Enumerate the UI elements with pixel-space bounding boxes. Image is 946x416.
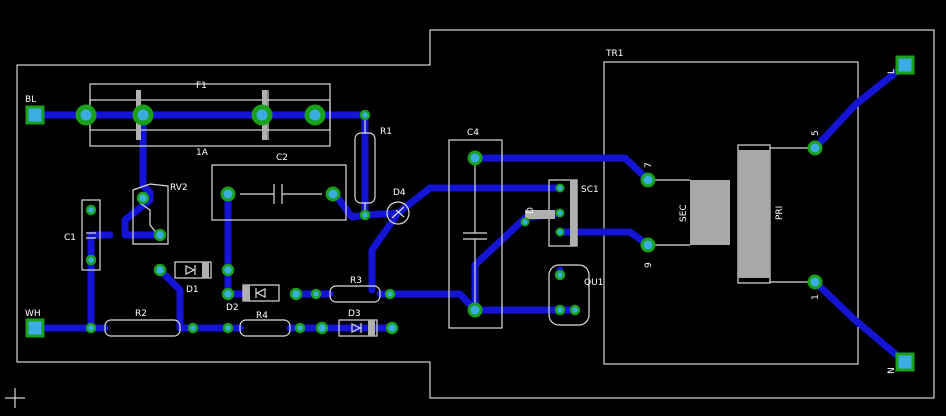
component-sc1 [525,179,578,247]
label-c4: C4 [467,128,479,138]
label-pin-n: N [887,367,897,374]
transformer-outline [603,61,859,365]
label-d1: D1 [186,285,199,295]
pad-r4-1 [222,322,234,334]
label-bl: BL [25,95,36,105]
pad-d1-1 [153,263,167,277]
capacitor-c1 [81,199,101,271]
label-pin-7: 7 [644,162,654,168]
label-pin-5: 5 [811,130,821,136]
label-c2: C2 [276,153,288,163]
label-sc1: SC1 [581,185,599,195]
label-sec: SEC [679,204,689,222]
pad-r2-1 [85,322,97,334]
component-qu1 [548,264,590,326]
pad-r2-2 [187,322,199,334]
pad-r4-2 [294,322,306,334]
label-sc-pin: D [526,207,536,214]
label-r4: R4 [256,311,268,321]
pad-f1-3 [251,104,273,126]
resistor-r4 [239,319,291,337]
pad-tr-5 [807,140,823,156]
pad-rv2-2 [153,228,167,242]
pad-qu1-3 [569,304,581,316]
label-wh: WH [25,309,41,319]
resistor-r2 [104,319,181,337]
pad-d2-2 [289,287,303,301]
pad-f1-1 [75,104,97,126]
pad-qu1-2 [554,304,566,316]
pads [25,55,915,372]
label-tr1: TR1 [605,49,623,59]
board-outline [16,29,935,399]
pad-c1-2 [85,254,97,266]
pad-sc1-2 [555,208,565,218]
pad-tr-9 [640,237,656,253]
pad-r1-2 [359,209,371,221]
label-pin-9: 9 [644,262,654,268]
pad-l [895,55,915,75]
pad-sc1-1 [555,183,565,193]
pad-sc1-side [520,217,530,227]
pad-f1-4 [304,104,326,126]
pad-c2-1 [220,186,236,202]
transformer-tr1 [648,144,815,284]
diode-d1 [174,261,212,279]
label-f1: F1 [196,81,207,91]
pad-c4-1 [467,150,483,166]
diode-d3 [338,319,378,337]
pad-d1-2 [221,263,235,277]
label-d3: D3 [348,309,361,319]
pad-f1-2 [132,104,154,126]
label-pin-1: 1 [811,294,821,300]
label-r2: R2 [135,309,147,319]
pad-tr-7 [640,172,656,188]
pad-n [895,352,915,372]
label-c1: C1 [64,233,76,243]
pad-sc1-3 [555,227,565,237]
pad-bl [25,105,45,125]
label-pri: PRI [775,206,785,220]
label-r1: R1 [380,127,392,137]
pad-c2-2 [325,186,341,202]
label-d2: D2 [226,303,239,313]
pad-r1-1 [359,109,371,121]
label-f1-value: 1A [196,148,209,158]
silkscreen-labels: BL WH F1 1A R1 C2 RV2 C1 D1 D2 D3 D4 R2 … [25,49,897,374]
pad-tr-1 [807,274,823,290]
label-d4: D4 [393,188,406,198]
label-r3: R3 [350,276,362,286]
pad-wh [25,318,45,338]
pad-d2-1 [221,287,235,301]
pad-rv2-1 [136,191,150,205]
pad-qu1-1 [554,269,566,281]
label-qu1: QU1 [584,278,603,288]
varistor-rv2 [132,183,169,245]
led-d4 [386,201,410,225]
pad-c1-1 [85,204,97,216]
resistor-r3 [329,285,381,303]
crosshair-icon[interactable] [5,388,25,408]
pad-r3-1 [310,288,322,300]
capacitor-c2 [211,164,347,221]
pad-d3-2 [385,321,399,335]
label-rv2: RV2 [170,183,188,193]
capacitor-c4 [448,139,503,329]
pad-d3-1 [315,321,329,335]
pad-c4-2 [467,302,483,318]
label-pin-l: L [887,69,897,74]
diode-d2 [242,284,280,302]
pad-r3-2 [384,288,396,300]
